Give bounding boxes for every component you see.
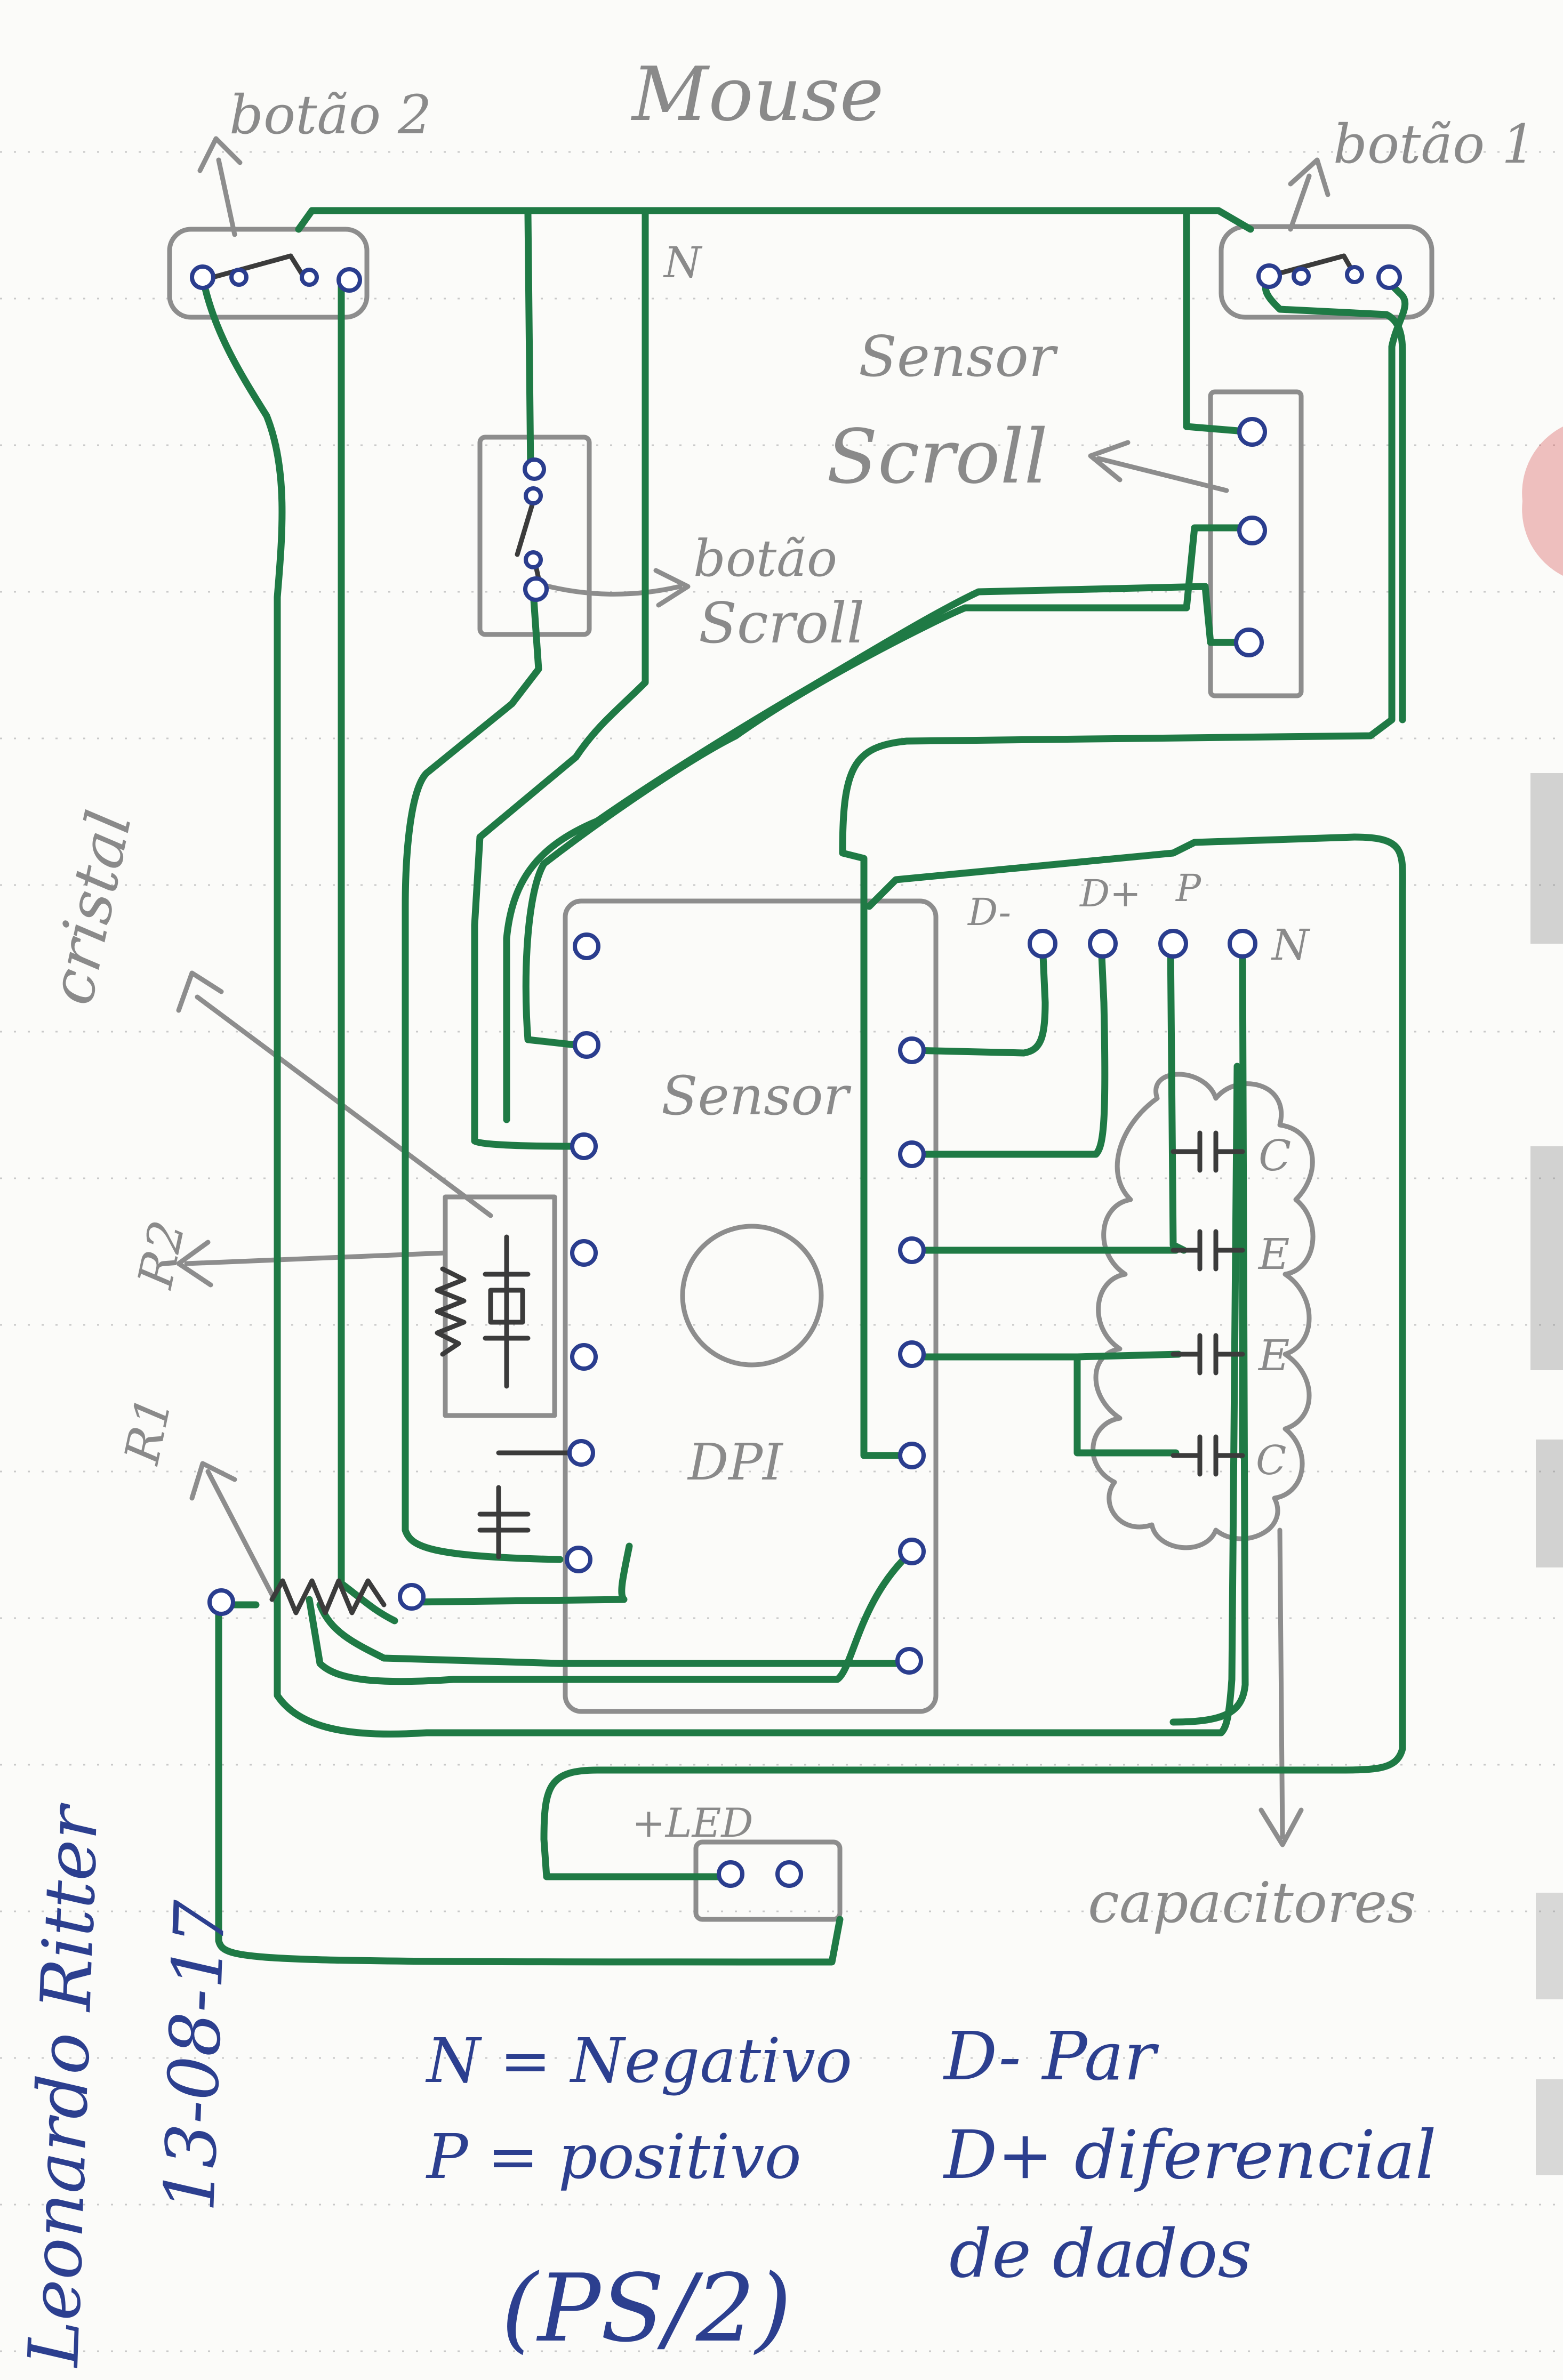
legend-d-line2: D+ diferencial	[943, 2117, 1437, 2194]
diagram-title: Mouse	[630, 51, 884, 138]
led-housing	[693, 1839, 843, 1922]
capacitor-e2	[1171, 1333, 1245, 1376]
r1-label: R1	[114, 1392, 182, 1469]
legend-n: N = Negativo	[425, 2025, 852, 2097]
legend-p: P = positivo	[426, 2121, 801, 2193]
button1-housing	[1219, 224, 1434, 320]
dpi-label: DPI	[687, 1433, 784, 1492]
sensor-label: Sensor	[661, 1065, 852, 1127]
protocol-label: (PS/2)	[501, 2255, 791, 2363]
resistor-r2	[435, 1266, 467, 1357]
pin-dplus-label: D+	[1079, 872, 1141, 915]
solder-pads	[190, 263, 1402, 1888]
crystal-symbol	[483, 1234, 531, 1389]
legend-d-line3: de dados	[949, 2215, 1252, 2293]
signature-author: Leonardo Ritter	[13, 1802, 114, 2369]
button2-housing	[167, 227, 370, 320]
button2-label: botão 2	[229, 84, 432, 146]
sensor-lens	[680, 1224, 824, 1368]
cap-e2-label: E	[1257, 1331, 1289, 1380]
cap-c2-label: C	[1256, 1437, 1286, 1484]
pin-n-label: N	[1271, 920, 1311, 970]
scroll-sensor-label-line2: Scroll	[827, 414, 1048, 501]
scroll-sensor-label-line1: Sensor	[859, 324, 1059, 389]
dpi-capacitor	[477, 1450, 576, 1559]
r2-label: R2	[127, 1216, 196, 1293]
scroll-button-label-line2: Scroll	[699, 591, 864, 656]
resistor-r1	[269, 1578, 387, 1615]
cap-e1-label: E	[1257, 1229, 1289, 1279]
button1-switch	[1272, 253, 1357, 277]
capacitor-c2	[1171, 1434, 1245, 1477]
wiring	[199, 207, 1409, 1966]
capacitors-label: capacitores	[1088, 1870, 1416, 1935]
n-top-label: N	[663, 238, 703, 287]
pin-dminus-label: D-	[967, 890, 1011, 934]
main-sensor-housing	[563, 898, 939, 1714]
capacitor-cloud	[1091, 1072, 1316, 1550]
scroll-sensor-housing	[1208, 389, 1304, 698]
pencil-arrows	[176, 136, 1330, 1847]
crystal-housing	[443, 1194, 557, 1418]
signature-date: 13-08-17	[149, 1899, 241, 2213]
scroll-button-label-line1: botão	[693, 529, 837, 588]
legend-d-line1: D- Par	[943, 2018, 1159, 2095]
bleed-through-marks	[1522, 427, 1563, 2175]
crystal-label: cristal	[35, 805, 146, 1011]
pin-p-label: P	[1175, 866, 1202, 910]
capacitor-c1	[1171, 1130, 1245, 1173]
capacitor-e1	[1171, 1229, 1245, 1272]
led-label: +LED	[632, 1799, 754, 1846]
button2-switch	[206, 253, 307, 281]
cap-c1-label: C	[1259, 1131, 1291, 1180]
button1-label: botão 1	[1333, 113, 1536, 175]
